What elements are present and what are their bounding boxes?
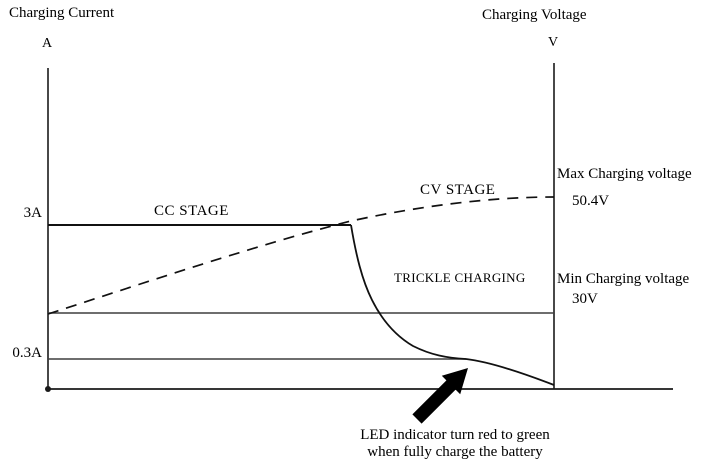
min-voltage-label: Min Charging voltage xyxy=(557,271,690,287)
tick-label-3a: 3A xyxy=(23,205,42,221)
cc-stage-label: CC STAGE xyxy=(154,203,229,219)
max-voltage-value: 50.4V xyxy=(572,193,610,209)
right-axis-title: Charging Voltage xyxy=(482,7,587,23)
led-callout-line2: when fully charge the battery xyxy=(367,443,543,460)
max-voltage-label: Max Charging voltage xyxy=(557,166,692,182)
current-decay-curve xyxy=(350,224,555,386)
left-axis-title: Charging Current xyxy=(9,5,115,21)
led-callout-text: LED indicator turn red to green when ful… xyxy=(333,427,577,460)
min-voltage-value: 30V xyxy=(572,291,598,307)
led-callout-arrow xyxy=(412,368,468,424)
cv-stage-label: CV STAGE xyxy=(420,182,496,198)
origin-dot xyxy=(45,386,51,392)
tick-label-0-3a: 0.3A xyxy=(12,345,42,361)
left-axis-unit: A xyxy=(42,36,53,51)
voltage-curve xyxy=(47,196,555,315)
trickle-charging-label: TRICKLE CHARGING xyxy=(394,270,526,285)
led-callout-line1: LED indicator turn red to green xyxy=(360,427,550,443)
right-axis-unit: V xyxy=(548,35,559,50)
